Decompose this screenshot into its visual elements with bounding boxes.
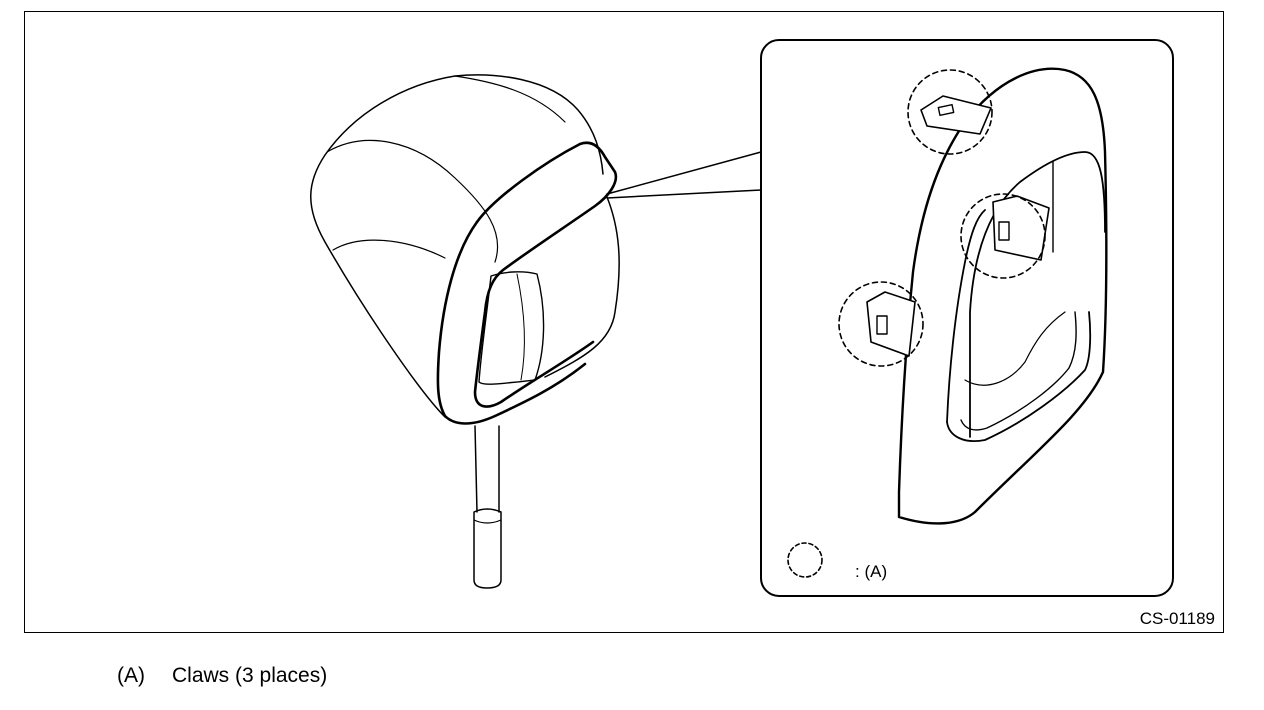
figure-frame: : (A) CS-01189 [24, 11, 1224, 633]
claw-top [907, 69, 993, 155]
claw-middle [960, 193, 1050, 279]
headrest-diagram [310, 39, 1174, 597]
figure-number: CS-01189 [1139, 609, 1215, 628]
headrest-stay [474, 425, 500, 513]
caption-text: Claws (3 places) [172, 664, 328, 687]
detail-panel [760, 39, 1174, 597]
figure-caption: (A) Claws (3 places) [117, 664, 327, 688]
caption-key: (A) [117, 664, 145, 687]
legend-dashed-circle [787, 542, 823, 578]
claw-lower [838, 281, 924, 367]
callout-line [606, 151, 762, 199]
trim-frame-part [897, 67, 1108, 525]
headrest-cushion [310, 74, 604, 418]
headrest-trim-cover [473, 141, 618, 408]
headrest-illustration [310, 74, 762, 589]
detail-legend-label: : (A) [855, 562, 888, 581]
